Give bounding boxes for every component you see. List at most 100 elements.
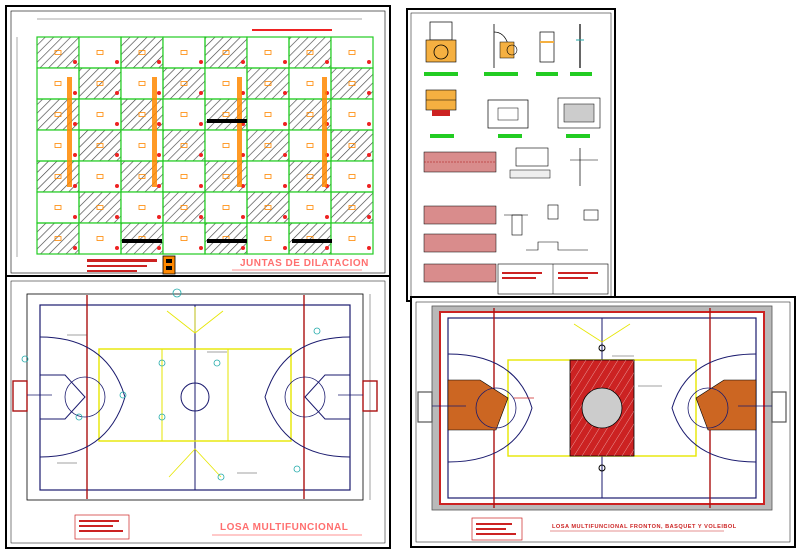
slab-panel: [162, 129, 206, 162]
panel-marker: [264, 112, 272, 117]
panel-marker: [264, 81, 272, 86]
panel-marker: [180, 112, 188, 117]
panel-marker: [306, 50, 314, 55]
slab-panel: [288, 222, 332, 255]
slab-panel: [162, 191, 206, 224]
panel-marker: [348, 50, 356, 55]
slab-panel: [246, 160, 290, 193]
panel-marker: [54, 205, 62, 210]
panel-marker: [54, 50, 62, 55]
slab-panel: [36, 98, 80, 131]
panel-marker: [54, 236, 62, 241]
slab-panel: [330, 129, 374, 162]
joint-dowel: [241, 60, 245, 64]
joint-dowel: [73, 184, 77, 188]
joint-dowel: [367, 60, 371, 64]
expansion-joints-drawing: JUNTAS DE DILATACION: [10, 10, 386, 275]
slab-panel: [330, 222, 374, 255]
panel-marker: [222, 112, 230, 117]
joint-dowel: [367, 122, 371, 126]
slab-panel: [78, 67, 122, 100]
panel-marker: [264, 50, 272, 55]
slab-panel: [330, 67, 374, 100]
panel-marker: [348, 205, 356, 210]
slab-panel: [36, 36, 80, 69]
panel-marker: [264, 205, 272, 210]
basketball-court-title: LOSA MULTIFUNCIONAL FRONTON, BASQUET Y V…: [552, 524, 737, 530]
sheet-multi-court: LOSA MULTIFUNCIONAL: [5, 275, 391, 549]
joint-dowel: [325, 215, 329, 219]
slab-panel: [36, 191, 80, 224]
panel-marker: [96, 236, 104, 241]
detail-step: [526, 241, 588, 251]
slab-panel: [78, 222, 122, 255]
detail-plan-b: [487, 99, 529, 138]
panel-marker: [138, 174, 146, 179]
panel-marker: [180, 50, 188, 55]
joint-dowel: [115, 215, 119, 219]
joint-dowel: [241, 215, 245, 219]
title-block: [497, 263, 609, 295]
panel-marker: [180, 236, 188, 241]
joint-dowel: [199, 122, 203, 126]
panel-marker: [222, 174, 230, 179]
slab-panel: [120, 222, 164, 255]
joint-dowel: [115, 91, 119, 95]
slab-panel: [246, 222, 290, 255]
panel-marker: [54, 143, 62, 148]
detail-gravel-3: [423, 233, 497, 253]
panel-marker: [306, 81, 314, 86]
panel-marker: [348, 174, 356, 179]
slab-panel: [78, 36, 122, 69]
detail-gravel-2: [423, 205, 497, 225]
joint-dowel: [367, 246, 371, 250]
slab-panel: [246, 36, 290, 69]
panel-marker: [54, 112, 62, 117]
joint-dowel: [157, 246, 161, 250]
panel-marker: [96, 50, 104, 55]
slab-panel: [288, 191, 332, 224]
detail-channel: [509, 147, 551, 179]
joint-dowel: [283, 91, 287, 95]
slab-panel: [330, 191, 374, 224]
slab-panel: [120, 191, 164, 224]
joint-label-strip: [322, 77, 327, 187]
sheet-details: [406, 8, 616, 302]
detail-section-a: [425, 89, 457, 138]
joint-dowel: [115, 246, 119, 250]
joint-dowel: [199, 60, 203, 64]
joint-dowel: [73, 215, 77, 219]
joint-dowel: [367, 184, 371, 188]
slab-panel: [78, 129, 122, 162]
slab-panel: [162, 36, 206, 69]
panel-marker: [348, 236, 356, 241]
slab-panel: [36, 129, 80, 162]
joint-dowel: [241, 246, 245, 250]
panel-marker: [264, 143, 272, 148]
basketball-court-drawing: LOSA MULTIFUNCIONAL FRONTON, BASQUET Y V…: [415, 301, 791, 543]
joint-dowel: [73, 153, 77, 157]
detail-support: [536, 31, 558, 76]
joint-dowel: [283, 246, 287, 250]
panel-marker: [222, 81, 230, 86]
panel-marker: [138, 112, 146, 117]
panel-marker: [54, 81, 62, 86]
sheet-expansion-joints: JUNTAS DE DILATACION: [5, 5, 391, 279]
panel-marker: [138, 81, 146, 86]
panel-marker: [138, 143, 146, 148]
slab-panel: [162, 98, 206, 131]
details-drawing: [410, 12, 612, 298]
panel-marker: [96, 112, 104, 117]
joint-dowel: [367, 215, 371, 219]
panel-marker: [306, 112, 314, 117]
joint-dowel: [73, 91, 77, 95]
joint-dowel: [367, 91, 371, 95]
joint-dowel: [157, 215, 161, 219]
panel-marker: [96, 143, 104, 148]
slab-panel: [162, 160, 206, 193]
detail-backboard-front: [424, 21, 458, 76]
expansion-joints-title: JUNTAS DE DILATACION: [240, 258, 369, 269]
joint-dowel: [283, 215, 287, 219]
joint-dowel: [367, 153, 371, 157]
panel-marker: [180, 143, 188, 148]
